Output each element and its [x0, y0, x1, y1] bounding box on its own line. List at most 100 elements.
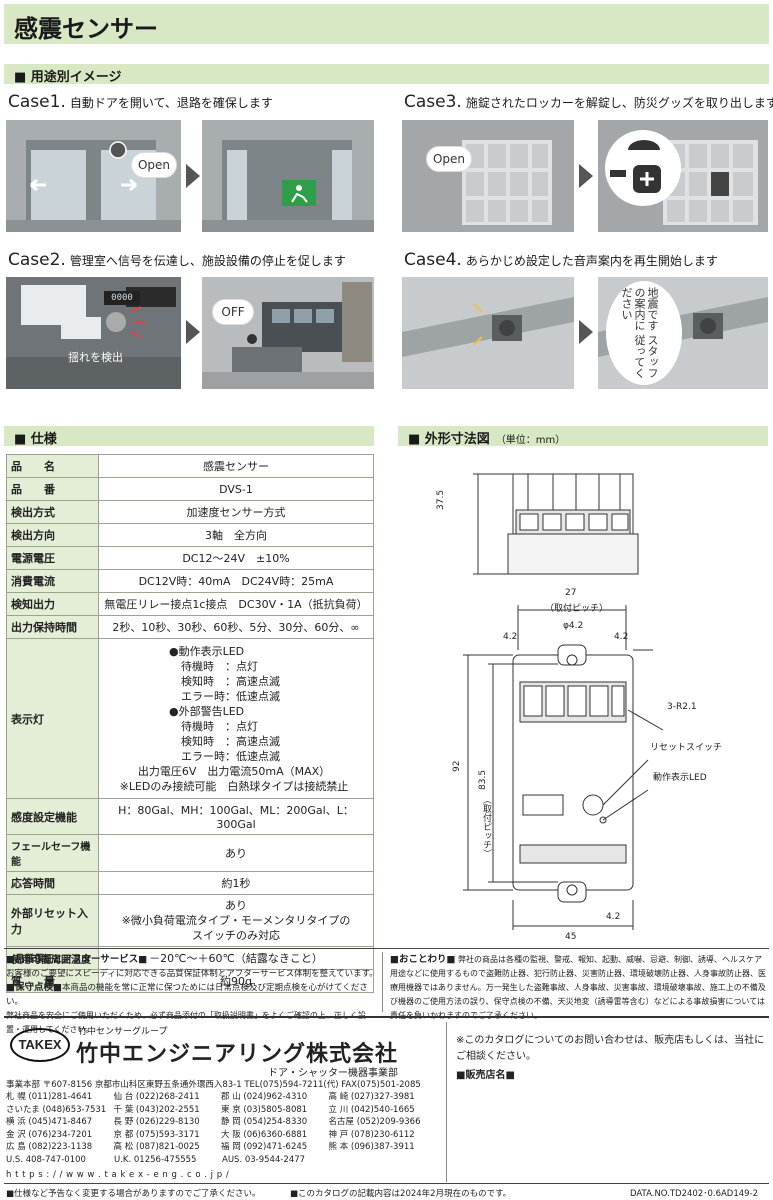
- dim-pitch-vertical: （取付ピッチ）: [481, 795, 491, 858]
- dim-27: 27: [565, 588, 577, 598]
- quality-block: ■品質保証とアフターサービス■ お客様のご要望にスピーディに対応できる品質保証体…: [6, 953, 378, 1037]
- page-title: 感震センサー: [14, 15, 158, 43]
- footer-mid: ■このカタログの記載内容は2024年2月現在のものです。: [290, 1189, 512, 1199]
- notice-text: 弊社の商品は各種の監視、警戒、報知、起動、威嚇、忌避、制御、誘導、ヘルスケア用途…: [390, 955, 766, 1020]
- label-reset-switch: リセットスイッチ: [650, 743, 723, 753]
- case1-text: 自動ドアを開いて、退路を確保します: [69, 96, 273, 110]
- case2-bubble: OFF: [212, 299, 254, 325]
- dim-section-header: ■ 外形寸法図（単位：mm）: [398, 426, 768, 447]
- office: 熊 本 (096)387-3911: [328, 1142, 415, 1152]
- office: 郡 山 (024)962-4310: [221, 1092, 308, 1102]
- reset-line: スイッチのみ対応: [192, 929, 280, 942]
- led2-item: 待機時 ：点灯: [181, 719, 258, 733]
- spec-key: 応答時間: [6, 871, 99, 895]
- case4-bubble: 地震です スタッフの案内に 従ってください: [620, 287, 659, 379]
- office: 千 葉 (043)202-2551: [113, 1104, 200, 1115]
- case3-bubble: Open: [426, 146, 472, 172]
- company-name: 竹中エンジニアリング株式会社: [76, 1042, 399, 1067]
- office: 高 松 (087)821-0025: [113, 1142, 200, 1152]
- case2-caption: 揺れを検出: [68, 351, 123, 364]
- spec-key: 検出方向: [6, 523, 99, 547]
- spec-row: 検出方式加速度センサー方式: [6, 500, 374, 524]
- case2-number: Case2.: [8, 250, 66, 270]
- spec-key: フェールセーフ機能: [6, 834, 99, 872]
- spec-key: 検知出力: [6, 592, 99, 616]
- case4-image-before: [402, 277, 574, 389]
- led-note1: 出力電圧6V 出力電流50mA（MAX）: [137, 764, 331, 778]
- case3-image-before: Open: [402, 120, 574, 232]
- spec-key: 品 番: [6, 477, 99, 501]
- spec-key: 感度設定機能: [6, 798, 99, 835]
- notice-title: ■おことわり■: [390, 954, 456, 965]
- case3-arrow: [579, 164, 593, 188]
- company-url[interactable]: h t t p s : / / w w w . t a k e x - e n …: [6, 1170, 230, 1180]
- divider: [4, 948, 769, 949]
- spec-key: 消費電流: [6, 569, 99, 593]
- case2-image-before: 0000 揺れを検出: [6, 277, 181, 389]
- office: 静 岡 (054)254-8330: [221, 1117, 308, 1127]
- spec-value: H：80Gal、MH：100Gal、ML：200Gal、L：300Gal: [98, 798, 374, 835]
- case4-text: あらかじめ設定した音声案内を再生開始します: [465, 254, 718, 268]
- dim-radius: 3-R2.1: [667, 702, 697, 712]
- office: 高 崎 (027)327-3981: [328, 1092, 415, 1102]
- spec-key: 電源電圧: [6, 546, 99, 570]
- notice-block: ■おことわり■ 弊社の商品は各種の監視、警戒、報知、起動、威嚇、忌避、制御、誘導…: [390, 953, 768, 1023]
- office: 仙 台 (022)268-2411: [113, 1092, 200, 1102]
- spec-key: 表示灯: [6, 638, 99, 799]
- display-lamp-detail: ●動作表示LED 待機時 ：点灯 検知時 ：高速点滅 エラー時：低速点滅 ●外部…: [98, 638, 374, 799]
- contact-note: ※このカタログについてのお問い合わせは、販売店もしくは、当社にご相談ください。: [456, 1035, 765, 1062]
- office: 福 岡 (092)471-6245: [221, 1142, 308, 1152]
- company-hq: 事業本部 〒607-8156 京都市山科区東野五条通外環西入83-1 TEL(0…: [6, 1080, 421, 1090]
- spec-value: －20℃～＋60℃（結露なきこと）: [98, 946, 374, 970]
- led2-title: ●外部警告LED: [169, 704, 245, 718]
- spec-key: 検出方式: [6, 500, 99, 524]
- reset-line: あり: [225, 899, 247, 912]
- office: 横 浜 (045)471-8467: [6, 1117, 93, 1127]
- led2-item: エラー時：低速点滅: [181, 749, 280, 763]
- dim-4-2-bottom: 4.2: [606, 912, 621, 922]
- office: 金 沢 (076)234-7201: [6, 1129, 93, 1140]
- led1-item: 待機時 ：点灯: [181, 659, 258, 673]
- office-row: 札 幌 (011)281-4641 仙 台 (022)268-2411 郡 山 (0…: [6, 1091, 436, 1104]
- spec-value: あり: [98, 834, 374, 872]
- spec-row-reset: 外部リセット入力 あり ※微小負荷電流タイプ・モーメンタリタイプの スイッチのみ…: [6, 894, 374, 947]
- spec-value: 約90g: [98, 969, 374, 993]
- office: 長 野 (026)229-8130: [113, 1117, 200, 1127]
- company-division: ドア・シャッター機器事業部: [268, 1068, 398, 1079]
- maint-text: 本商品の機能を常に正常に保つためには日常点検及び定期点検を心がけてください。: [6, 983, 368, 1007]
- office: 札 幌 (011)281-4641: [6, 1092, 93, 1102]
- case2-arrow: [186, 320, 200, 344]
- dim-pitch: （取付ピッチ）: [545, 604, 609, 614]
- spec-row: フェールセーフ機能あり: [6, 834, 374, 872]
- office: U.S. 408-747-0100: [6, 1154, 86, 1165]
- office: 神 戸 (078)230-6112: [328, 1129, 415, 1140]
- quality-text: お客様のご要望にスピーディに対応できる品質保証体制とアフターサービス体制を整えて…: [6, 969, 378, 979]
- case1-title: Case1.自動ドアを開いて、退路を確保します: [8, 92, 273, 112]
- dim-section-title-text: ■ 外形寸法図: [408, 432, 490, 447]
- dim-4-2-right: 4.2: [614, 632, 629, 642]
- dim-92: 92: [452, 760, 462, 772]
- office: U.K. 01256-475555: [114, 1154, 197, 1165]
- case3-number: Case3.: [404, 92, 462, 112]
- spec-row: 検知出力無電圧リレー接点1c接点 DC30V・1A（抵抗負荷）: [6, 592, 374, 616]
- dim-4-2-left: 4.2: [503, 632, 518, 642]
- office-list: 札 幌 (011)281-4641 仙 台 (022)268-2411 郡 山 (0…: [6, 1091, 436, 1166]
- usage-section-header: ■ 用途別イメージ: [4, 64, 769, 85]
- case4-arrow: [579, 320, 593, 344]
- spec-row-display-lamp: 表示灯 ●動作表示LED 待機時 ：点灯 検知時 ：高速点滅 エラー時：低速点滅…: [6, 638, 374, 799]
- case2-text: 管理室へ信号を伝達し、施設設備の停止を促します: [69, 254, 346, 268]
- spec-value: 感震センサー: [98, 454, 374, 478]
- led2-item: 検知時 ：高速点滅: [181, 734, 280, 748]
- office: 広 島 (082)223-1138: [6, 1142, 93, 1152]
- dealer-label: ■販売店名■: [456, 1070, 515, 1081]
- case1-image-before: Open: [6, 120, 181, 232]
- takex-logo: TAKEX: [10, 1028, 70, 1062]
- office: 大 阪 (06)6360-6881: [221, 1129, 308, 1140]
- reset-detail: あり ※微小負荷電流タイプ・モーメンタリタイプの スイッチのみ対応: [98, 894, 374, 947]
- spec-row: 質 量約90g: [6, 969, 374, 993]
- divider-vertical: [382, 952, 383, 1012]
- title-bar: 感震センサー: [4, 4, 769, 44]
